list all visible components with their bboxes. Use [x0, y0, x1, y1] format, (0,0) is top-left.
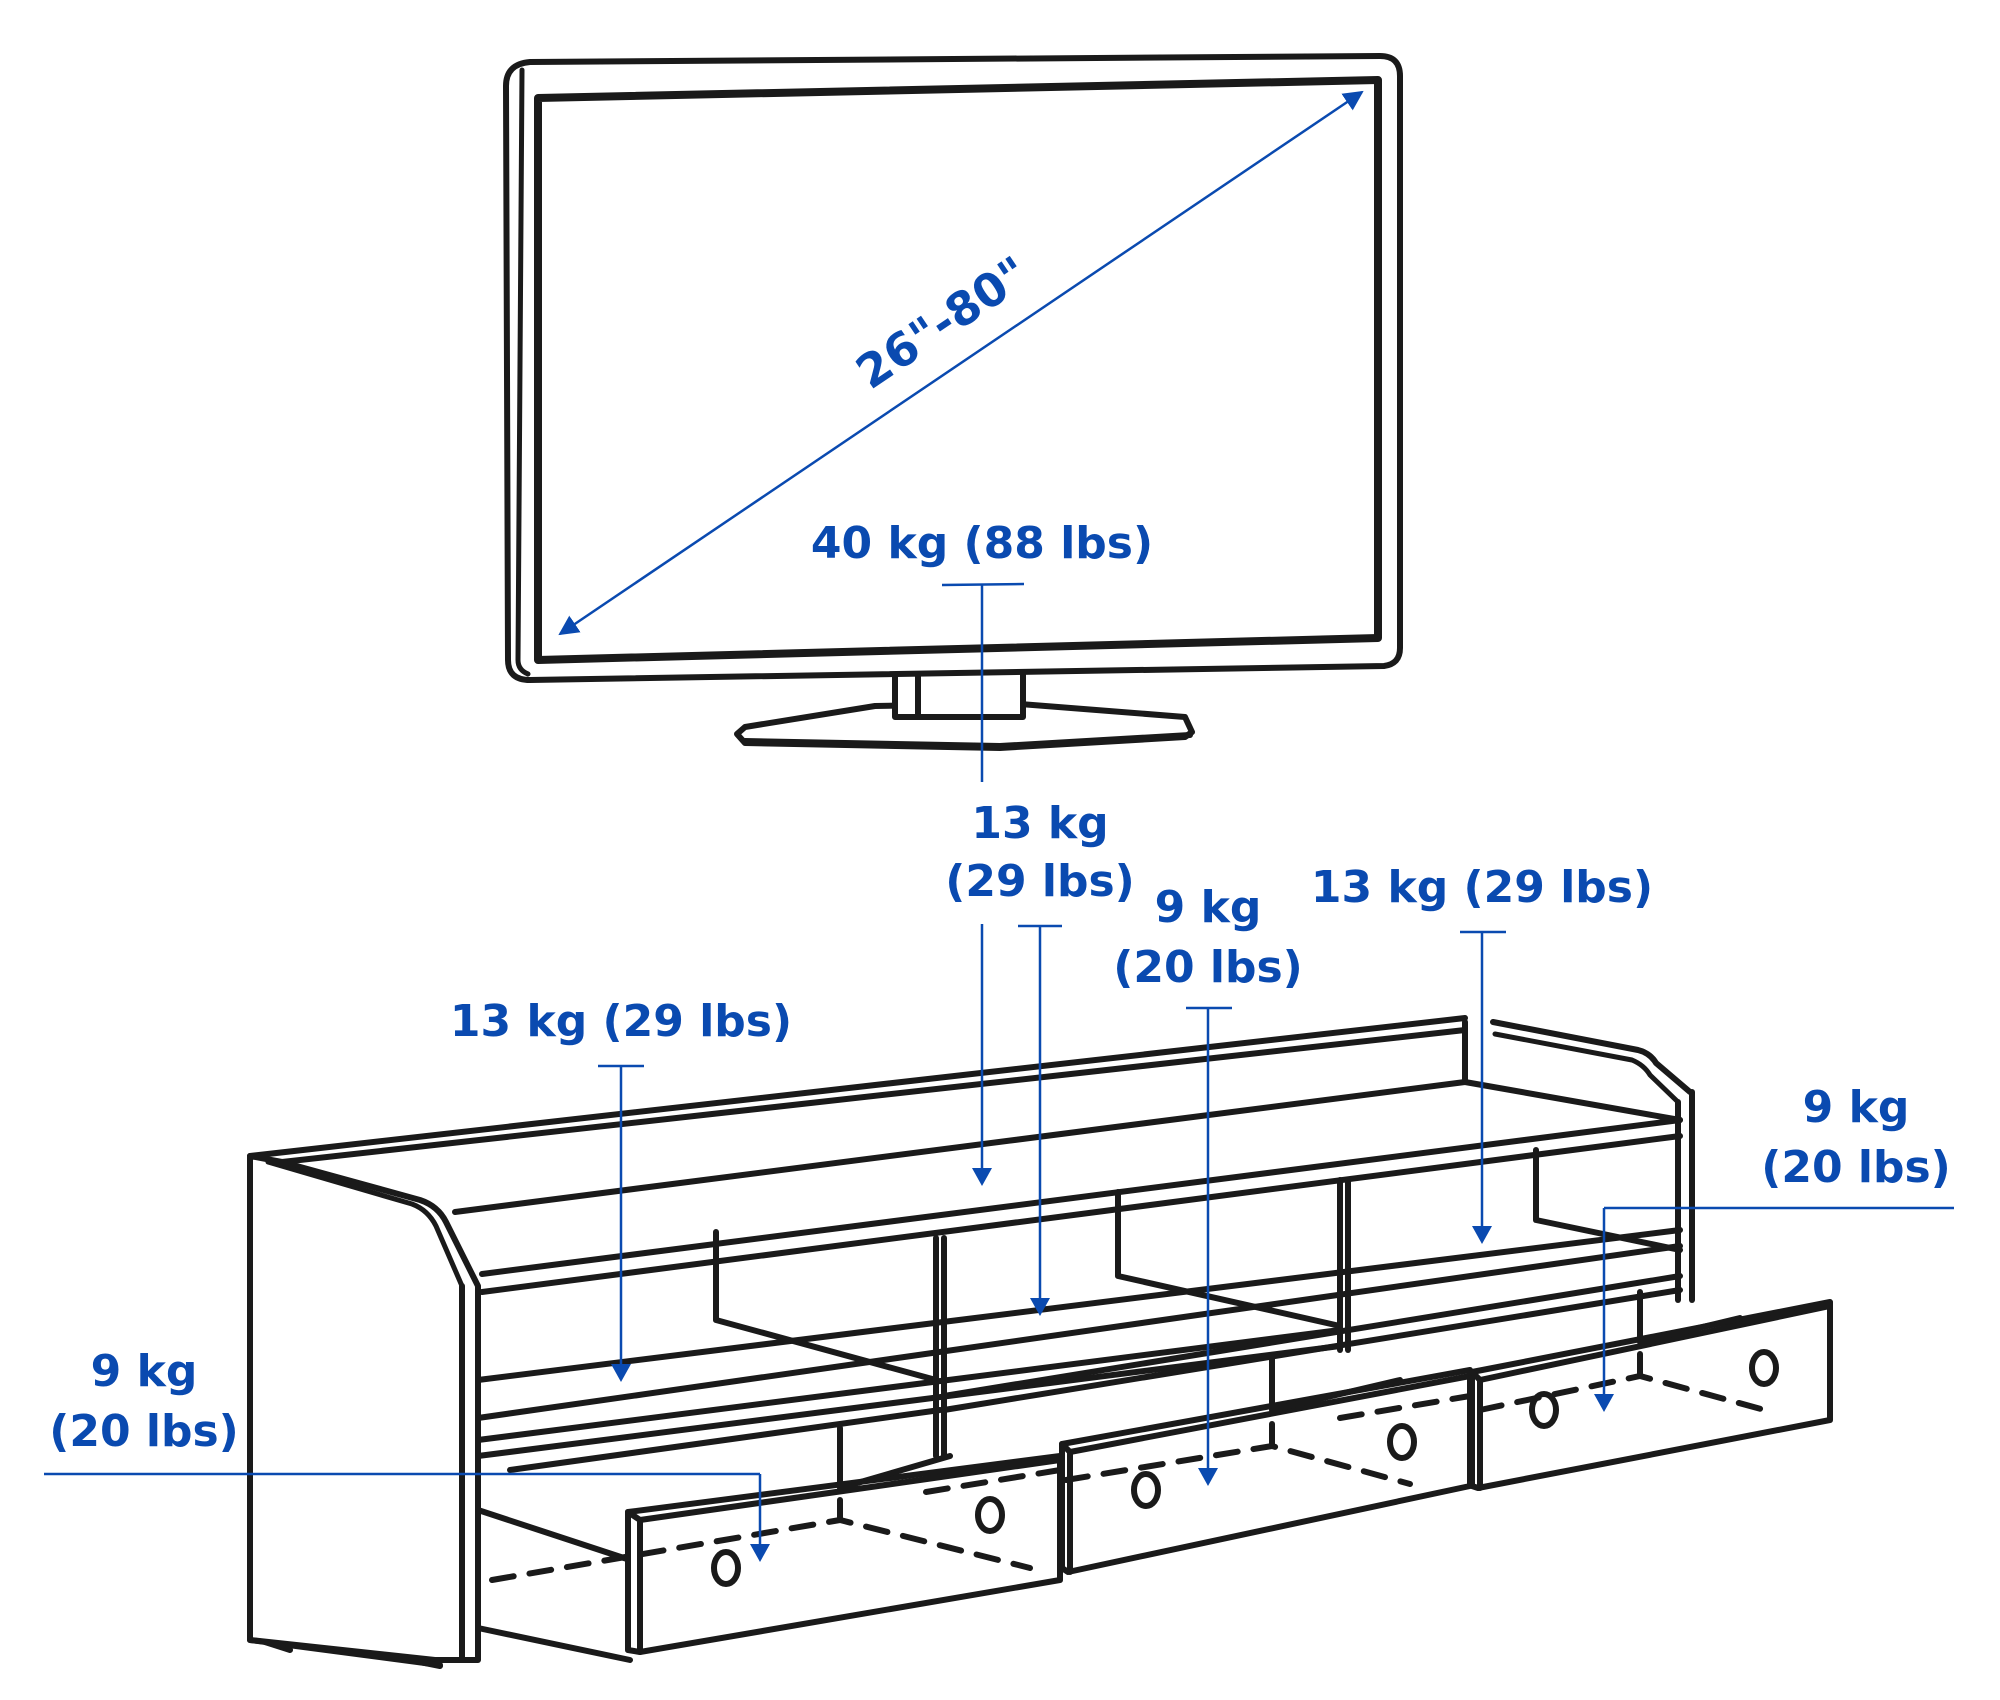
left-drawer-kg-label: 9 kg: [91, 1346, 198, 1397]
tv-bench-illustration: [247, 1015, 1833, 1669]
left-drawer-lbs-label: (20 lbs): [49, 1406, 239, 1457]
down-arrow-icon: [1460, 930, 1506, 1244]
right-shelf-label: 13 kg (29 lbs): [1311, 862, 1653, 913]
drawer-center: [1059, 1367, 1473, 1575]
tv-weight-leader: [941, 582, 1025, 782]
tv-max-weight-label: 40 kg (88 lbs): [811, 518, 1153, 569]
bench-left-side: [247, 1153, 481, 1663]
down-arrow-icon: [598, 1064, 644, 1382]
down-arrow-icon: [1018, 924, 1062, 1316]
right-drawer-kg-label: 9 kg: [1803, 1082, 1910, 1133]
right-drawer-lbs-label: (20 lbs): [1761, 1142, 1951, 1193]
left-shelf-label: 13 kg (29 lbs): [450, 996, 792, 1047]
top-shelf-center-lbs-label: (29 lbs): [945, 856, 1135, 907]
down-arrow-icon: [1594, 1206, 1954, 1412]
down-arrow-icon: [972, 924, 992, 1186]
center-drawer-kg-label: 9 kg: [1155, 882, 1262, 933]
center-drawer-lbs-label: (20 lbs): [1113, 942, 1303, 993]
down-arrow-icon: [1186, 1006, 1232, 1486]
diagonal-double-arrow-icon: [558, 90, 1364, 636]
tv-illustration: [503, 53, 1403, 751]
tv-screen: [534, 76, 1382, 664]
down-arrow-icon: [44, 1472, 770, 1562]
drawer-right: [1469, 1299, 1833, 1491]
top-shelf-center-kg-label: 13 kg: [971, 798, 1108, 849]
